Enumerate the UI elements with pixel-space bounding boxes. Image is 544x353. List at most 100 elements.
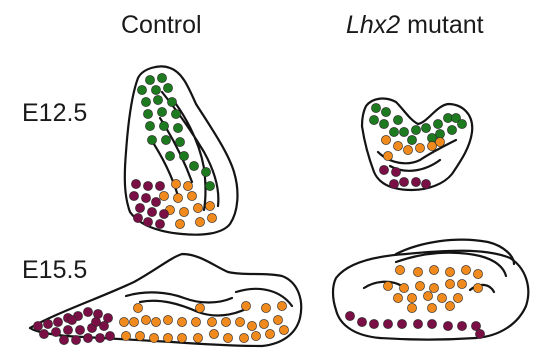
orange-cell bbox=[195, 303, 204, 312]
orange-cell bbox=[235, 317, 244, 326]
purple-cell bbox=[411, 177, 420, 186]
orange-cell bbox=[423, 291, 432, 300]
orange-cell bbox=[429, 265, 438, 274]
purple-cell bbox=[457, 321, 466, 330]
purple-cell bbox=[43, 319, 52, 328]
green-cell bbox=[421, 123, 430, 132]
green-cell bbox=[433, 119, 442, 128]
green-cell bbox=[457, 119, 466, 128]
orange-cell bbox=[453, 293, 462, 302]
purple-cell bbox=[141, 193, 150, 202]
orange-cell bbox=[473, 283, 482, 292]
purple-cell bbox=[93, 309, 102, 318]
orange-cell bbox=[207, 317, 216, 326]
orange-cell bbox=[383, 281, 392, 290]
purple-cell bbox=[83, 307, 92, 316]
purple-cell bbox=[59, 335, 68, 344]
orange-cell bbox=[163, 333, 172, 342]
purple-cell bbox=[143, 217, 152, 226]
purple-cell bbox=[443, 321, 452, 330]
orange-cell bbox=[415, 281, 424, 290]
green-cell bbox=[143, 109, 152, 118]
purple-cell bbox=[83, 333, 92, 342]
green-cell bbox=[411, 125, 420, 134]
green-cell bbox=[447, 125, 456, 134]
orange-cell bbox=[413, 267, 422, 276]
orange-cell bbox=[173, 193, 182, 202]
green-cell bbox=[165, 151, 174, 160]
orange-cell bbox=[407, 303, 416, 312]
purple-cell bbox=[159, 209, 168, 218]
purple-cell bbox=[379, 165, 388, 174]
orange-cell bbox=[445, 279, 454, 288]
orange-cell bbox=[191, 317, 200, 326]
orange-cell bbox=[221, 317, 230, 326]
purple-cell bbox=[51, 327, 60, 336]
orange-cell bbox=[437, 293, 446, 302]
orange-cell bbox=[247, 321, 256, 330]
orange-cell bbox=[163, 315, 172, 324]
purple-cell bbox=[53, 317, 62, 326]
purple-cell bbox=[413, 319, 422, 328]
purple-cell bbox=[33, 321, 42, 330]
orange-cell bbox=[429, 283, 438, 292]
purple-cell bbox=[75, 325, 84, 334]
purple-cell bbox=[147, 207, 156, 216]
green-cell bbox=[145, 75, 154, 84]
orange-cell bbox=[461, 265, 470, 274]
orange-cell bbox=[393, 141, 402, 150]
green-cell bbox=[163, 83, 172, 92]
purple-cell bbox=[421, 179, 430, 188]
orange-cell bbox=[193, 333, 202, 342]
purple-cell bbox=[369, 319, 378, 328]
green-cell bbox=[157, 107, 166, 116]
orange-cell bbox=[259, 319, 268, 328]
green-cell bbox=[369, 115, 378, 124]
orange-cell bbox=[129, 317, 138, 326]
orange-cell bbox=[151, 317, 160, 326]
orange-cell bbox=[473, 269, 482, 278]
orange-cell bbox=[177, 333, 186, 342]
green-cell bbox=[371, 103, 380, 112]
purple-cell bbox=[155, 219, 164, 228]
green-cell bbox=[167, 97, 176, 106]
green-cell bbox=[159, 121, 168, 130]
orange-cell bbox=[279, 325, 288, 334]
orange-cell bbox=[193, 203, 202, 212]
green-cell bbox=[137, 85, 146, 94]
orange-cell bbox=[383, 151, 392, 160]
purple-cell bbox=[345, 311, 354, 320]
green-cell bbox=[151, 85, 160, 94]
orange-cell bbox=[119, 317, 128, 326]
orange-cell bbox=[395, 265, 404, 274]
purple-cell bbox=[39, 329, 48, 338]
orange-cell bbox=[175, 219, 184, 228]
cell-markers bbox=[33, 73, 484, 344]
orange-cell bbox=[187, 191, 196, 200]
orange-cell bbox=[149, 333, 158, 342]
purple-cell bbox=[133, 213, 142, 222]
purple-cell bbox=[135, 203, 144, 212]
green-cell bbox=[147, 135, 156, 144]
green-cell bbox=[399, 127, 408, 136]
orange-cell bbox=[183, 181, 192, 190]
orange-cell bbox=[207, 213, 216, 222]
green-cell bbox=[407, 135, 416, 144]
purple-cell bbox=[95, 333, 104, 342]
purple-cell bbox=[155, 181, 164, 190]
green-cell bbox=[205, 181, 214, 190]
purple-cell bbox=[151, 197, 160, 206]
green-cell bbox=[171, 109, 180, 118]
orange-cell bbox=[239, 333, 248, 342]
green-cell bbox=[381, 107, 390, 116]
purple-cell bbox=[105, 331, 114, 340]
orange-cell bbox=[393, 293, 402, 302]
purple-cell bbox=[383, 319, 392, 328]
green-cell bbox=[173, 123, 182, 132]
orange-cell bbox=[133, 303, 142, 312]
orange-cell bbox=[171, 179, 180, 188]
green-cell bbox=[157, 73, 166, 82]
purple-cell bbox=[391, 167, 400, 176]
orange-cell bbox=[135, 331, 144, 340]
